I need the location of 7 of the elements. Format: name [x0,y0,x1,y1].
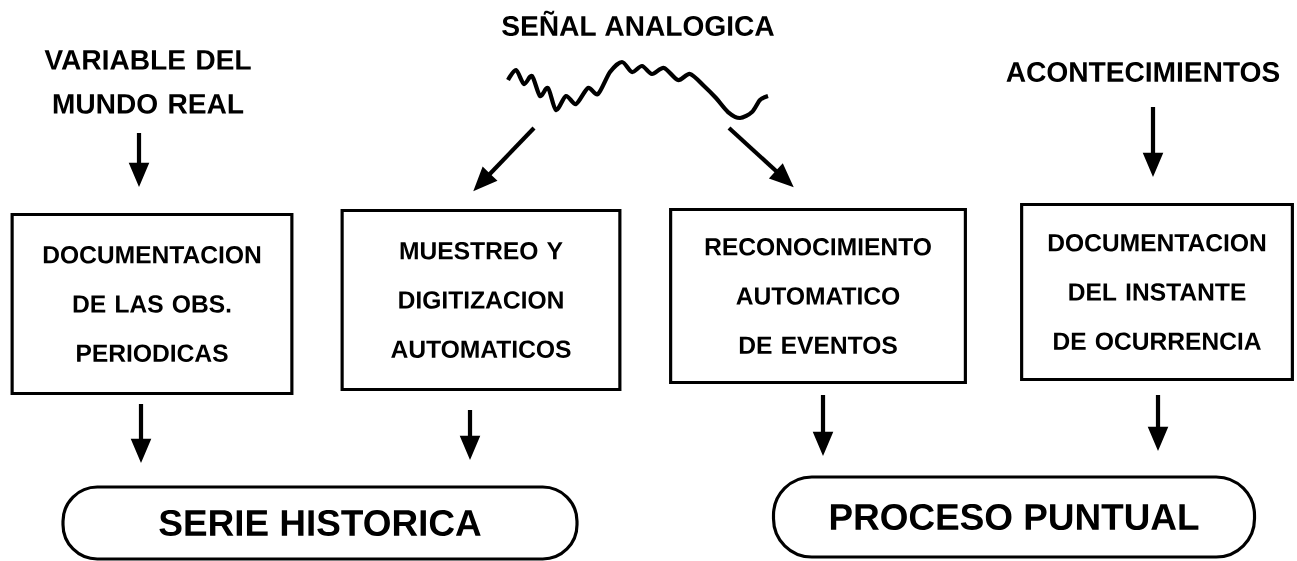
process-box: DOCUMENTACION DE LAS OBS. PERIODICAS [10,212,294,396]
label-text: VARIABLE DEL MUNDO REAL [44,50,251,114]
process-box: DOCUMENTACION DEL INSTANTE DE OCURRENCIA [1020,202,1294,382]
label-text: ACONTECIMIENTOS [1006,62,1280,82]
process-box: RECONOCIMIENTO AUTOMATICO DE EVENTOS [669,207,967,385]
analog-signal-drawing: SEÑAL ANALOGICA [502,10,774,121]
process-box: MUESTREO Y DIGITIZACION AUTOMATICOS [340,208,622,392]
